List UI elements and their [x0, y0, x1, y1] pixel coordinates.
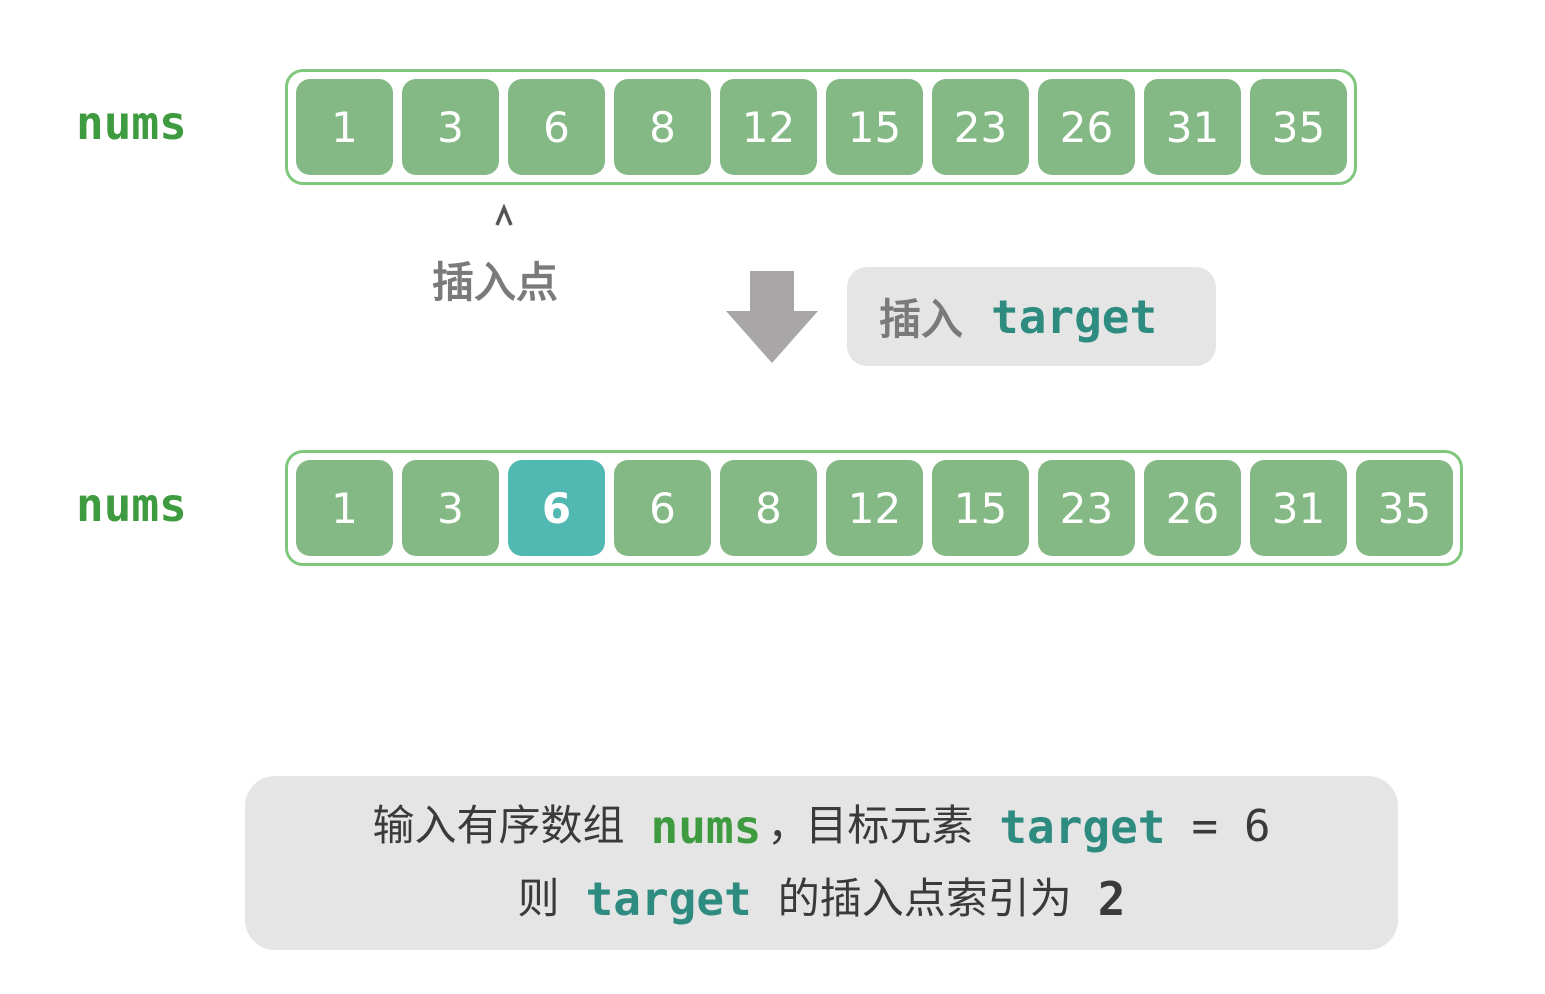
top-cell-5: 15 — [826, 79, 923, 175]
summary-equals: = — [1191, 801, 1219, 852]
insert-point-label: 插入点 — [432, 258, 559, 307]
caret-up-icon — [495, 204, 513, 226]
summary-index-value: 2 — [1097, 872, 1126, 926]
top-cell-7: 26 — [1038, 79, 1135, 175]
top-cell-3: 8 — [614, 79, 711, 175]
summary-line2-prefix: 则 — [517, 873, 560, 923]
bottom-cell-8: 26 — [1144, 460, 1241, 556]
top-cell-9: 35 — [1250, 79, 1347, 175]
bottom-cell-10: 35 — [1356, 460, 1453, 556]
bottom-cell-9: 31 — [1250, 460, 1347, 556]
top-cell-6: 23 — [932, 79, 1029, 175]
top-array-label: nums — [76, 96, 187, 150]
bottom-array-label: nums — [76, 478, 187, 532]
summary-line2-middle: 的插入点索引为 — [777, 873, 1072, 923]
top-cell-8: 31 — [1144, 79, 1241, 175]
bottom-cell-6: 15 — [932, 460, 1029, 556]
summary-line-2: 则 target 的插入点索引为 2 — [518, 867, 1126, 931]
down-arrow-icon — [726, 271, 818, 363]
top-cell-2: 6 — [508, 79, 605, 175]
summary-line-1: 输入有序数组 nums ， 目标元素 target = 6 — [373, 795, 1271, 859]
summary-target-value: 6 — [1244, 801, 1271, 852]
bottom-cell-7: 23 — [1038, 460, 1135, 556]
bottom-cell-2: 6 — [508, 460, 605, 556]
bottom-cell-1: 3 — [402, 460, 499, 556]
bottom-cell-0: 1 — [296, 460, 393, 556]
summary-nums-code: nums — [650, 799, 762, 854]
summary-box: 输入有序数组 nums ， 目标元素 target = 6 则 target 的… — [245, 776, 1398, 950]
top-cell-4: 12 — [720, 79, 817, 175]
bottom-cell-3: 6 — [614, 460, 711, 556]
summary-line1-middle: 目标元素 — [805, 801, 974, 851]
summary-line2-target-code: target — [585, 872, 752, 926]
top-cell-1: 3 — [402, 79, 499, 175]
bottom-cell-4: 8 — [720, 460, 817, 556]
insert-target-box: 插入 target — [847, 267, 1216, 366]
top-cell-0: 1 — [296, 79, 393, 175]
insert-target-code: target — [991, 289, 1158, 344]
summary-comma: ， — [767, 801, 810, 851]
insert-word: 插入 — [879, 295, 964, 344]
bottom-cell-5: 12 — [826, 460, 923, 556]
summary-line1-prefix: 输入有序数组 — [372, 801, 625, 851]
summary-target-code: target — [999, 799, 1166, 854]
